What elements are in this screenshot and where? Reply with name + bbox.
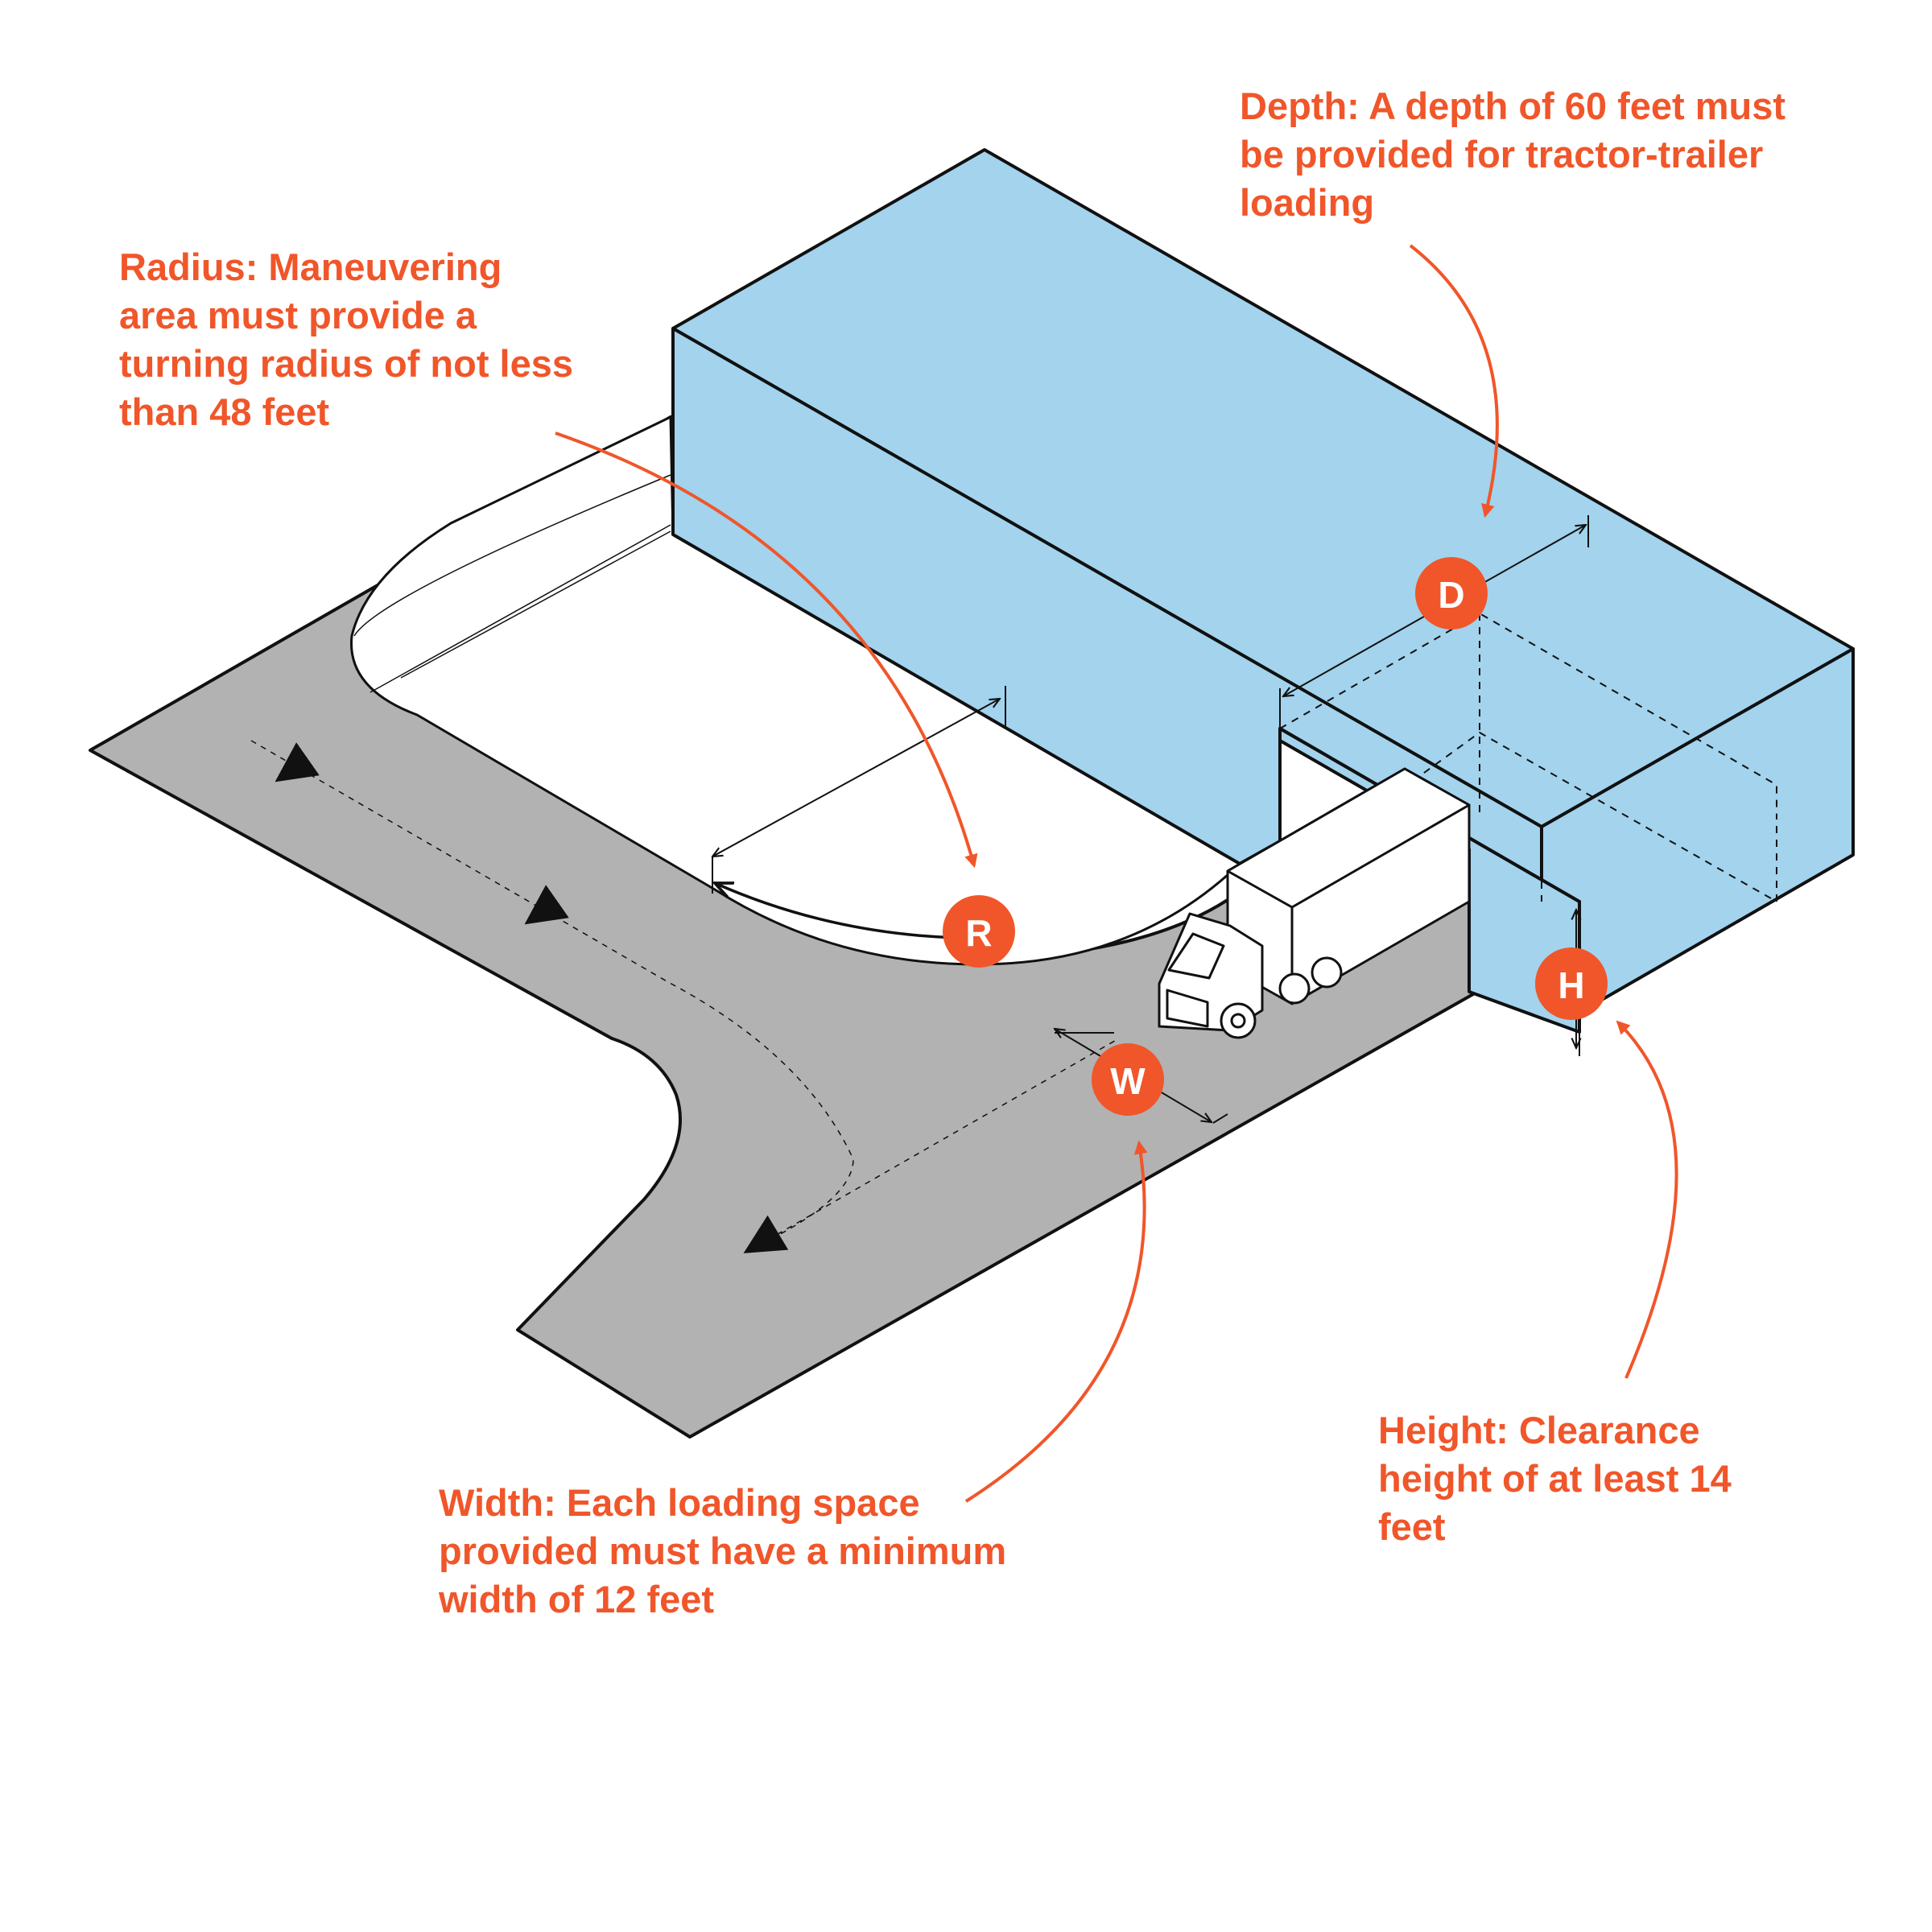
direction-arrow — [524, 885, 569, 925]
radius-dimension — [712, 699, 1000, 857]
direction-arrow — [275, 742, 320, 782]
height-marker: H — [1535, 947, 1608, 1020]
width-marker-label: W — [1110, 1060, 1146, 1102]
loading-apron — [349, 415, 1241, 966]
direction-arrow — [743, 1215, 789, 1253]
apron-lane-line — [400, 530, 671, 679]
truck-windshield — [1167, 932, 1225, 980]
apron-lane-line — [353, 474, 671, 637]
height-leader-arrow — [1616, 1020, 1678, 1379]
width-marker: W — [1092, 1043, 1164, 1116]
radius-marker: R — [943, 895, 1015, 968]
radius-callout: Radius: Maneuvering area must provide a … — [119, 246, 574, 433]
depth-marker: D — [1415, 557, 1488, 630]
truck-grille — [1166, 989, 1209, 1028]
width-leader-arrow — [964, 1140, 1148, 1503]
lane-centerline — [250, 740, 1120, 1247]
width-extension-line — [1212, 1113, 1228, 1124]
loading-bay-hidden-edges — [1279, 612, 1777, 903]
truck — [1158, 767, 1471, 1039]
depth-leader-arrow — [1409, 244, 1499, 518]
truck-wheel — [1230, 1013, 1246, 1029]
height-marker-label: H — [1558, 964, 1584, 1006]
truck-wheel — [1311, 956, 1343, 989]
truck-wheel — [1278, 972, 1311, 1005]
width-callout: Width: Each loading space provided must … — [439, 1481, 1007, 1620]
depth-callout: Depth: A depth of 60 feet must be provid… — [1240, 85, 1786, 224]
height-callout: Height: Clearance height of at least 14 … — [1378, 1409, 1732, 1548]
radius-marker-label: R — [965, 912, 992, 954]
radius-arc — [715, 883, 959, 939]
truck-trailer-top — [1226, 767, 1471, 909]
building-edge-line — [672, 328, 1542, 828]
radius-leader-arrow — [555, 431, 978, 869]
apron-lane-line — [369, 524, 671, 693]
depth-marker-label: D — [1438, 574, 1464, 616]
